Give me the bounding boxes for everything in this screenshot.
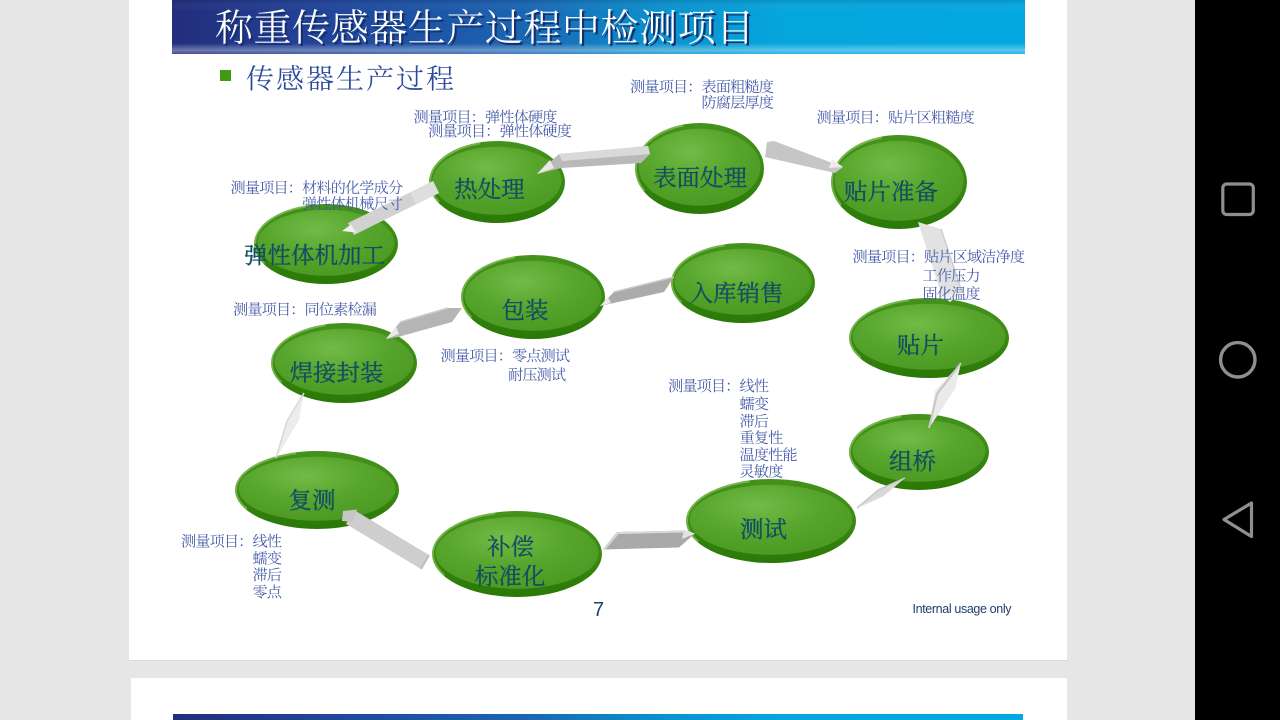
svg-text:Internal usage only: Internal usage only (913, 602, 1013, 616)
svg-text:7: 7 (593, 599, 604, 621)
